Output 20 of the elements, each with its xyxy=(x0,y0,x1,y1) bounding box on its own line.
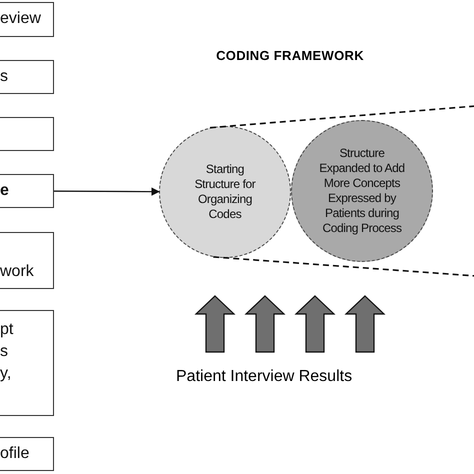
process-box xyxy=(0,232,54,289)
node-text: work xyxy=(0,262,34,282)
process-box xyxy=(0,117,54,151)
diagram-title: CODING FRAMEWORK xyxy=(215,48,365,63)
node-text: pt s y, xyxy=(0,320,14,384)
node-text: e xyxy=(0,181,9,201)
process-box xyxy=(0,310,54,416)
process-box xyxy=(0,2,54,37)
caption-label: Patient Interview Results xyxy=(176,368,352,386)
process-box xyxy=(0,60,54,94)
node-text: ofile xyxy=(0,444,30,464)
node-text: Starting Structure for Organizing Codes xyxy=(194,162,256,222)
arrow xyxy=(54,187,160,196)
process-box xyxy=(0,437,54,471)
dashed-line xyxy=(213,256,474,277)
process-box xyxy=(0,174,54,208)
node-text: Structure Expanded to Add More Concepts Expressed by Patients during Coding Process xyxy=(318,146,406,236)
dashed-line xyxy=(210,105,474,129)
node-text: eview xyxy=(0,9,41,29)
node-text: s xyxy=(0,67,8,87)
